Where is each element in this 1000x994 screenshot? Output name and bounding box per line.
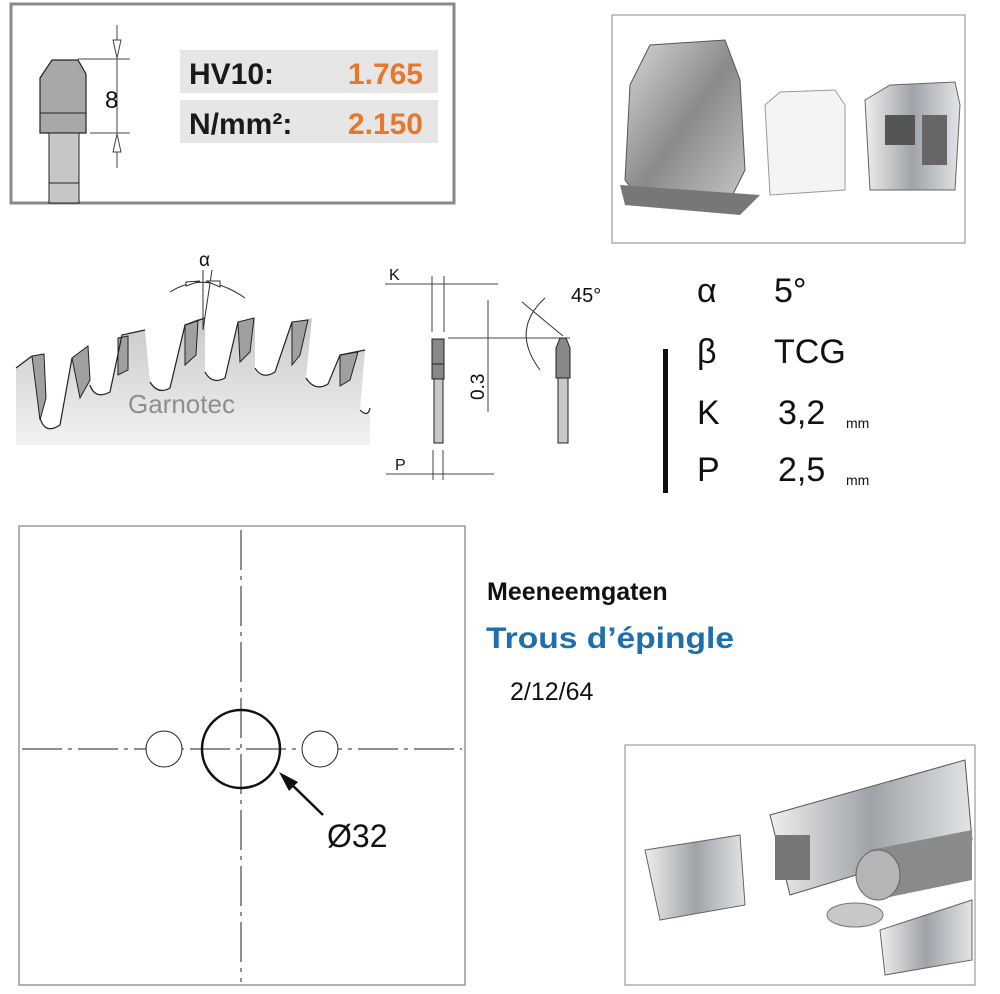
leader-arrow-icon [279,772,298,791]
saw-tooth-diagram: α Garnotec [15,250,371,445]
tensile-value: 2.150 [348,108,423,141]
tooth-height-label: 8 [105,87,118,114]
tooth-side-icon [39,25,130,204]
spec-symbol-p: P [697,451,720,489]
hardness-panel: 8 HV10: 1.765 N/mm²: 2.150 [9,2,456,205]
spec-symbol-k: K [697,394,720,432]
tensile-label: N/mm²: [189,108,292,141]
alpha-angle-label: α [199,250,210,271]
hv10-value: 1.765 [348,58,423,91]
spec-unit-p: mm [846,472,869,488]
spec-value-p: 2,5 [778,451,825,489]
pinholes-spec: 2/12/64 [510,678,594,706]
spec-value-k: 3,2 [778,394,825,432]
spec-value-beta: TCG [774,333,846,371]
pinholes-title-nl: Meeneemgaten [487,578,668,606]
pinhole-right [301,730,339,768]
spec-symbol-alpha: α [697,272,717,310]
garnotec-watermark: Garnotec [128,389,235,419]
aluminium-profiles-photo [611,14,966,244]
spec-unit-k: mm [846,415,869,431]
p-dimension-label: P [395,457,406,474]
center-bore-circle [200,708,282,790]
pinhole-left [145,730,183,768]
pinholes-title-fr: Trous d’épingle [486,622,734,655]
bore-diagram: Ø32 [18,525,466,986]
spec-list: α 5° β TCG K 3,2 mm P 2,5 mm [663,272,869,493]
tooth-profile-diagram: K P 0.3 45° [385,267,601,480]
chamfer-height-label: 0.3 [468,374,489,400]
hv10-label: HV10: [189,58,274,91]
bore-diameter-label: Ø32 [327,818,387,854]
chamfer-angle-label: 45° [571,285,601,307]
k-dimension-label: K [389,267,400,284]
spec-symbol-beta: β [697,333,717,371]
extrusion-profiles-photo [624,744,976,986]
spec-value-alpha: 5° [774,272,807,310]
